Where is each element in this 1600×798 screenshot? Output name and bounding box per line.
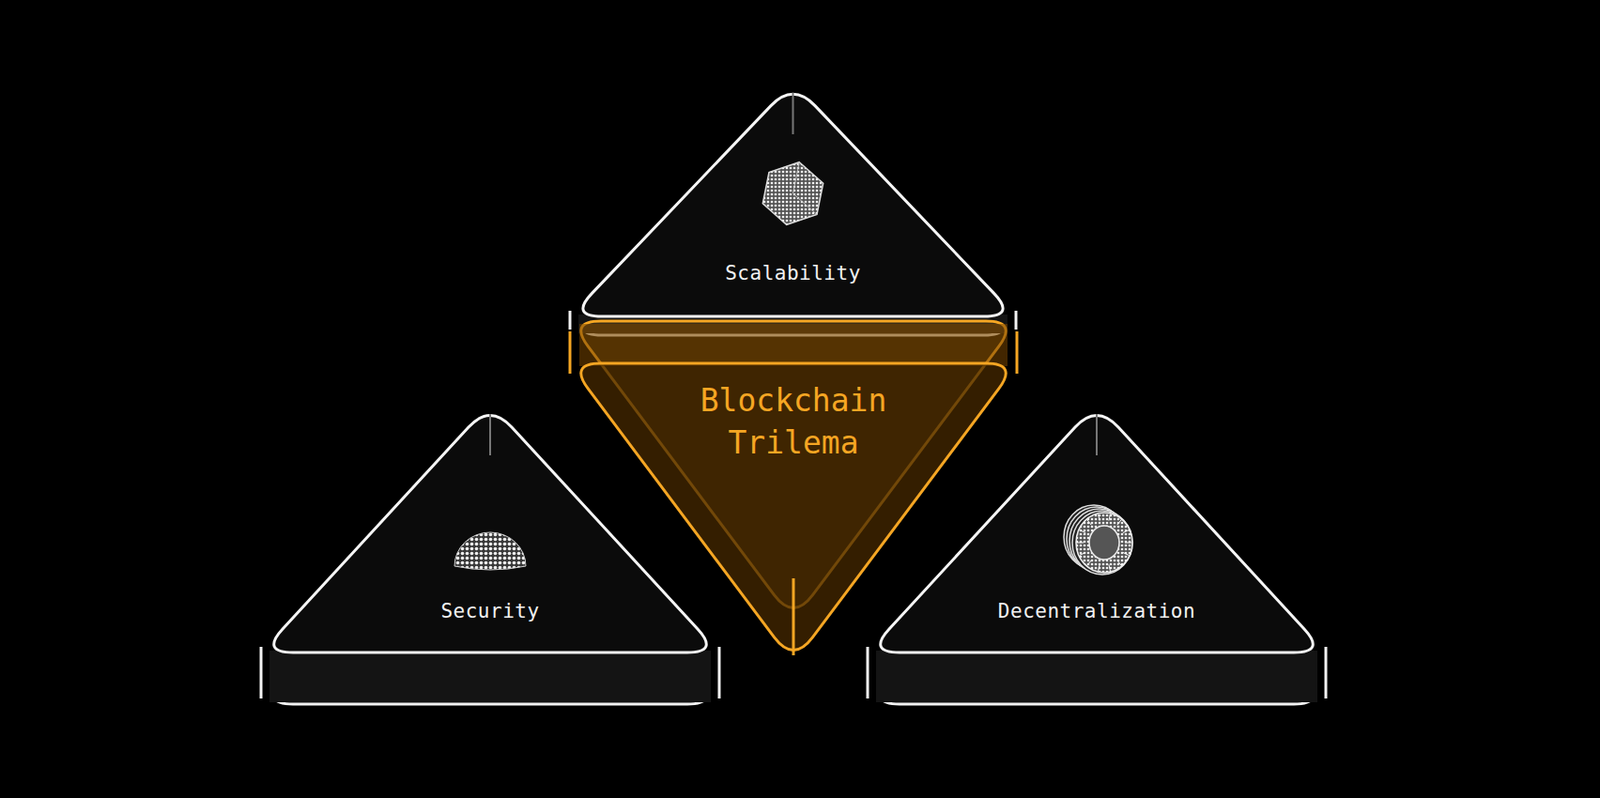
pillar-triangle: Scalability (567, 79, 1019, 341)
pillar-label: Security (440, 600, 539, 623)
triangle-outline (864, 400, 1329, 710)
triangle-outline (567, 79, 1019, 341)
diagram-title: Blockchain Trilema (671, 380, 916, 464)
pillar-label: Scalability (724, 261, 862, 285)
hex-icon (762, 162, 823, 226)
triangle-outline (258, 400, 723, 710)
pillar-triangle: Decentralization (864, 400, 1329, 710)
pillar-triangle: Security (258, 400, 723, 710)
dome-icon (454, 532, 526, 570)
pillar-label: Decentralization (998, 600, 1196, 623)
coin-icon (1063, 505, 1133, 575)
